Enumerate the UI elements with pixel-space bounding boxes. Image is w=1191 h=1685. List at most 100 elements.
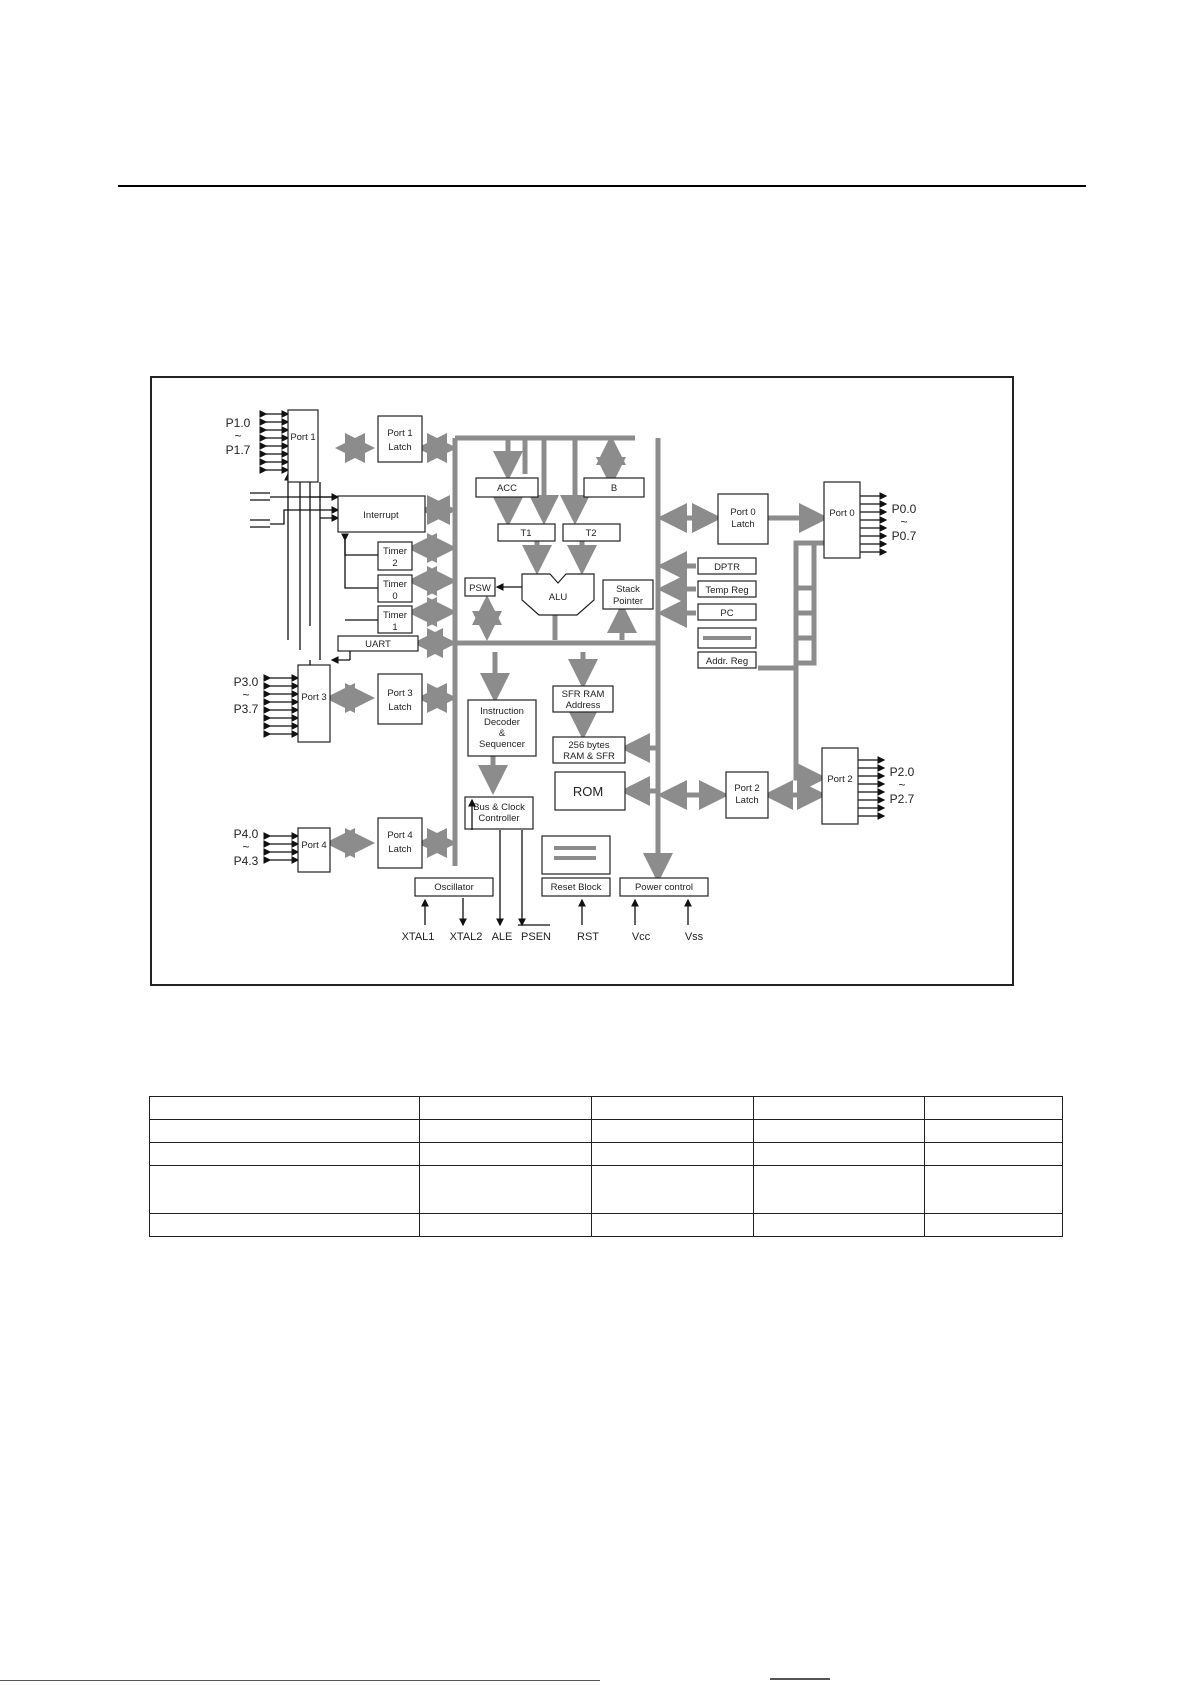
bus-clock-controller-block xyxy=(464,796,534,830)
temp-reg-block xyxy=(697,580,757,598)
psw-label: PSW xyxy=(469,583,491,594)
table-cell xyxy=(591,1165,754,1214)
pin-p2-tilde: ~ xyxy=(898,778,905,792)
timer0-label-2: 0 xyxy=(392,591,397,602)
port1-block xyxy=(287,409,319,483)
timer0-label-1: Timer xyxy=(383,579,407,590)
table-cell xyxy=(753,1213,925,1237)
port4-label: Port 4 xyxy=(301,840,326,851)
instruction-decoder-label-3: & xyxy=(499,728,506,739)
table-cell xyxy=(924,1213,1063,1237)
port4-latch-label-1: Port 4 xyxy=(387,830,412,841)
footer-rule-mark xyxy=(770,1678,830,1680)
footer-rule xyxy=(0,1680,600,1681)
timer0-block xyxy=(377,574,413,603)
pin-p3-7: P3.7 xyxy=(234,702,259,716)
pin-p1-7: P1.7 xyxy=(226,443,251,457)
interrupt-signal-lines xyxy=(250,472,378,673)
ram-sfr-label-2: RAM & SFR xyxy=(563,751,615,762)
rom-label: ROM xyxy=(573,784,603,799)
oscillator-label: Oscillator xyxy=(434,882,474,893)
port2-latch-label-1: Port 2 xyxy=(734,783,759,794)
rom-block xyxy=(554,771,626,811)
port1-latch-label-1: Port 1 xyxy=(387,428,412,439)
table-cell xyxy=(591,1213,754,1237)
table-cell xyxy=(419,1142,592,1166)
table-cell xyxy=(149,1213,420,1237)
timer2-block xyxy=(377,541,413,571)
port0-block xyxy=(823,481,861,559)
addr-reg-label: Addr. Reg xyxy=(706,656,748,667)
port2-label: Port 2 xyxy=(827,774,852,785)
port2-block xyxy=(821,747,859,825)
port4-block xyxy=(297,827,331,873)
port2-latch-block xyxy=(725,771,769,819)
instruction-decoder-block xyxy=(467,699,537,757)
t2-register-label: T2 xyxy=(585,528,596,539)
table-row xyxy=(149,1165,1063,1214)
table-cell xyxy=(149,1119,420,1143)
table-cell xyxy=(924,1142,1063,1166)
table-cell xyxy=(419,1096,592,1120)
table-cell xyxy=(149,1165,420,1214)
t1-register-block xyxy=(497,523,556,542)
pin-lines xyxy=(259,410,888,864)
sfr-ram-address-label-1: SFR RAM xyxy=(562,689,605,700)
timer1-block xyxy=(377,605,413,634)
timer1-label-2: 1 xyxy=(392,622,397,633)
table-cell xyxy=(149,1142,420,1166)
port0-latch-label-1: Port 0 xyxy=(730,507,755,518)
port2-latch-label-2: Latch xyxy=(735,795,758,806)
t1-register-label: T1 xyxy=(520,528,531,539)
reset-circuit-bar-1 xyxy=(554,846,596,850)
uart-label: UART xyxy=(365,639,391,650)
uart-block xyxy=(337,635,419,652)
pc-block xyxy=(697,603,757,621)
dptr-label: DPTR xyxy=(714,562,740,573)
pin-p0-0: P0.0 xyxy=(892,502,917,516)
port0-label: Port 0 xyxy=(829,508,854,519)
port0-latch-block xyxy=(717,493,769,545)
table-cell xyxy=(149,1096,420,1120)
reset-circuit-bar-2 xyxy=(554,856,596,860)
block-diagram: Port 1 Port 1 Latch Interrupt Timer 2 Ti… xyxy=(150,376,1014,986)
data-table xyxy=(149,1096,1063,1237)
pin-rst: RST xyxy=(577,931,599,943)
stack-pointer-label-2: Pointer xyxy=(613,596,643,607)
port3-label: Port 3 xyxy=(301,692,326,703)
psw-block xyxy=(464,577,496,597)
port1-latch-label-2: Latch xyxy=(388,442,411,453)
reset-block-label: Reset Block xyxy=(551,882,602,893)
power-control-label: Power control xyxy=(635,882,693,893)
table-cell xyxy=(591,1096,754,1120)
stack-pointer-label-1: Stack xyxy=(616,584,640,595)
b-register-block xyxy=(583,477,645,498)
pin-p2-0: P2.0 xyxy=(890,765,915,779)
pin-ale: ALE xyxy=(492,931,513,943)
stack-pointer-block xyxy=(602,579,654,610)
pin-p1-0: P1.0 xyxy=(226,416,251,430)
reset-block xyxy=(541,877,611,897)
interrupt-block xyxy=(337,495,426,533)
bus-clock-controller-label-2: Controller xyxy=(478,813,519,824)
table-cell xyxy=(419,1119,592,1143)
alu-label: ALU xyxy=(549,592,568,603)
instruction-decoder-label-2: Decoder xyxy=(484,717,520,728)
instruction-decoder-label-4: Sequencer xyxy=(479,739,525,750)
pin-p4-0: P4.0 xyxy=(234,827,259,841)
port3-latch-label-2: Latch xyxy=(388,702,411,713)
pin-p4-3: P4.3 xyxy=(234,854,259,868)
pin-xtal2: XTAL2 xyxy=(450,931,483,943)
pin-psen: PSEN xyxy=(521,931,551,943)
ram-sfr-label-1: 256 bytes xyxy=(568,740,609,751)
bus-clock-controller-label-1: Bus & Clock xyxy=(473,802,525,813)
pc-label: PC xyxy=(720,608,733,619)
t2-register-block xyxy=(562,523,621,542)
timer1-label-1: Timer xyxy=(383,610,407,621)
acc-label: ACC xyxy=(497,483,517,494)
dptr-block xyxy=(697,557,757,575)
b-register-label: B xyxy=(611,483,617,494)
instruction-decoder-label-1: Instruction xyxy=(480,706,524,717)
pin-xtal1: XTAL1 xyxy=(402,931,435,943)
table-cell xyxy=(924,1119,1063,1143)
